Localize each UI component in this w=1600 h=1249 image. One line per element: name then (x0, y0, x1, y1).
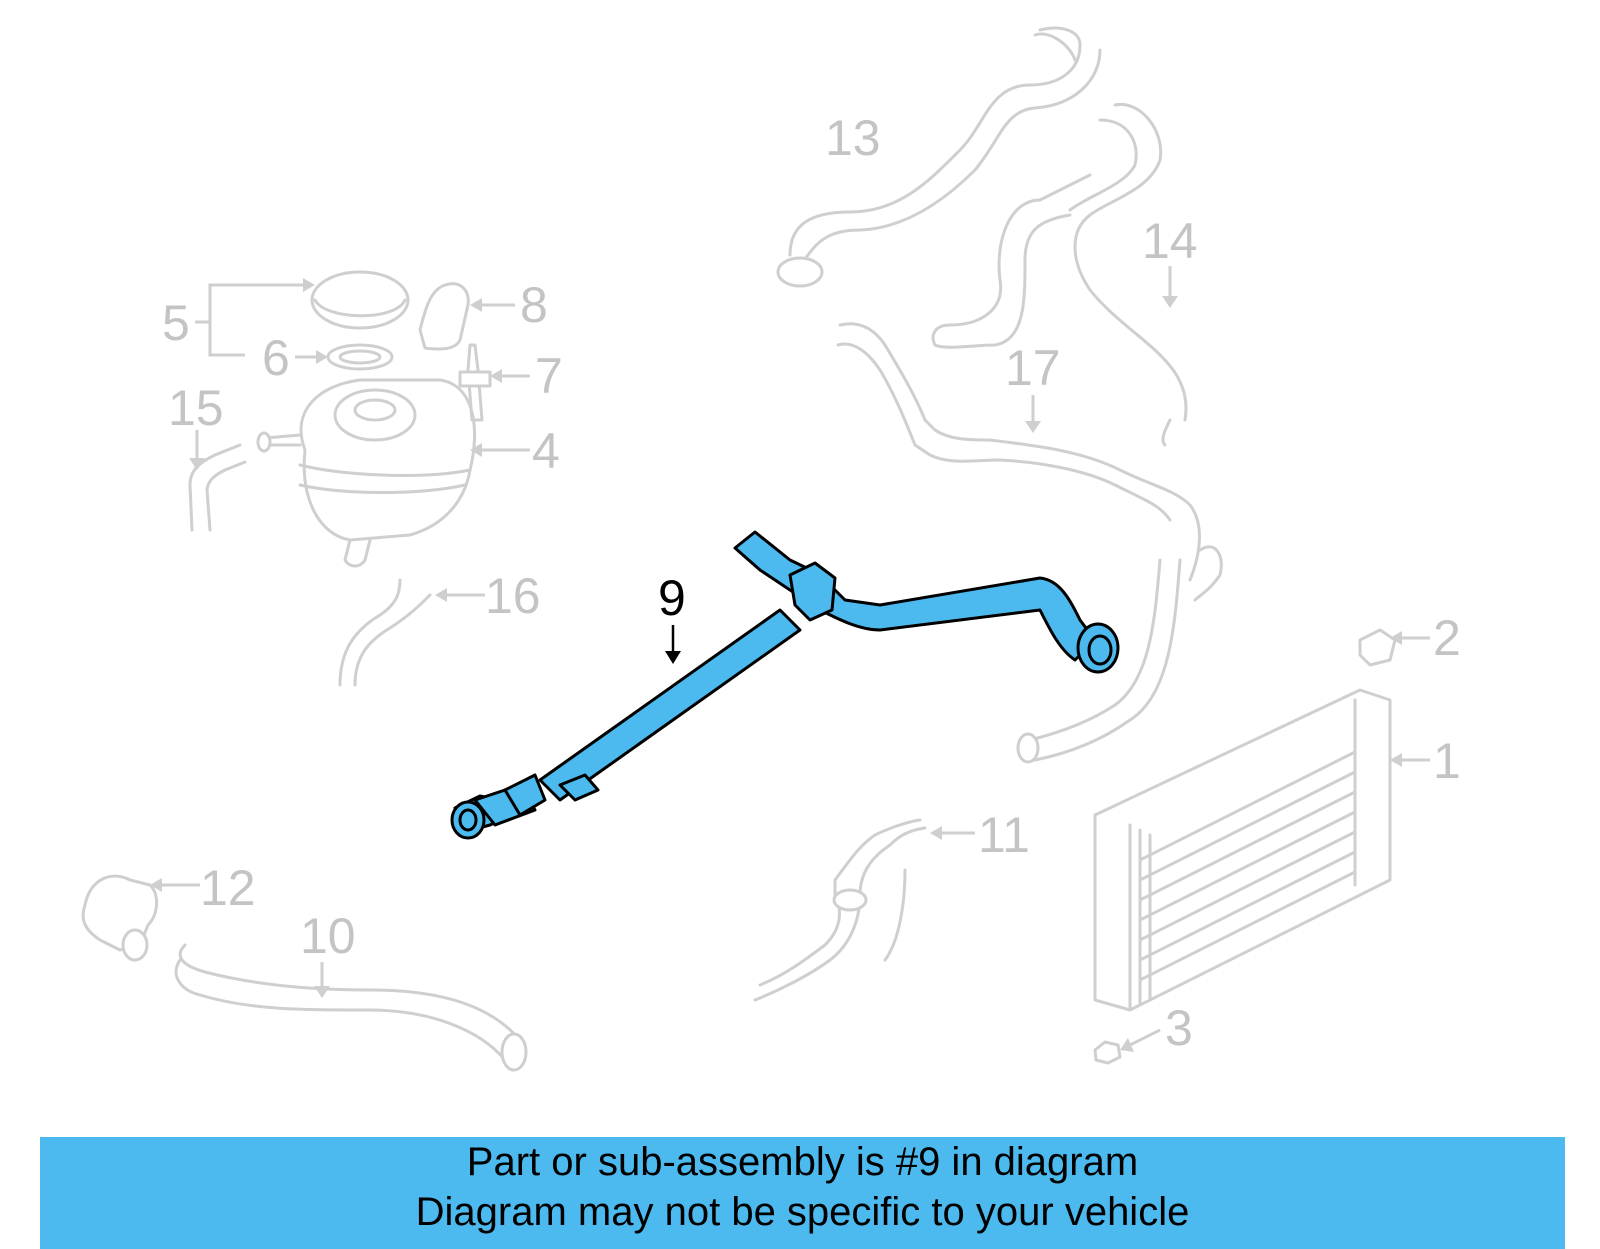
callout-12: 12 (200, 860, 256, 916)
callout-16: 16 (485, 568, 541, 624)
part-7-bolt (458, 343, 530, 422)
part-13-hose (776, 26, 1102, 288)
callout-15: 15 (168, 380, 224, 436)
callout-14: 14 (1142, 213, 1198, 269)
part-1-radiator (1093, 688, 1430, 1012)
callout-5: 5 (162, 295, 190, 351)
callout-4: 4 (532, 423, 560, 479)
part-2-clip (1358, 628, 1430, 667)
callout-17: 17 (1005, 340, 1061, 396)
part-3-nut (1093, 1028, 1161, 1065)
callout-9: 9 (658, 570, 686, 626)
callout-13: 13 (825, 110, 881, 166)
part-17-pipe (836, 322, 1223, 764)
part-15-hose (188, 430, 247, 532)
part-10-hose (174, 943, 528, 1072)
caption-banner: Part or sub-assembly is #9 in diagram Di… (40, 1137, 1565, 1249)
caption-line-1: Part or sub-assembly is #9 in diagram (466, 1140, 1139, 1184)
part-11-hose (753, 818, 975, 1002)
part-9-coolant-pipe (450, 530, 1120, 840)
part-5-cap (195, 270, 410, 357)
callout-1: 1 (1433, 733, 1461, 789)
part-6-gasket (295, 343, 394, 371)
callout-2: 2 (1433, 610, 1461, 666)
callout-8: 8 (520, 277, 548, 333)
callout-3: 3 (1165, 1000, 1193, 1056)
callout-7: 7 (535, 348, 563, 404)
part-16-hose (338, 578, 485, 687)
part-4-expansion-tank (256, 378, 530, 568)
part-8-bracket (418, 282, 515, 351)
part-12-connector (81, 874, 200, 962)
caption-line-2: Diagram may not be specific to your vehi… (415, 1190, 1190, 1234)
callout-10: 10 (300, 908, 356, 964)
callout-11: 11 (978, 807, 1030, 863)
part-14-hose (931, 103, 1188, 447)
callout-6: 6 (262, 330, 290, 386)
